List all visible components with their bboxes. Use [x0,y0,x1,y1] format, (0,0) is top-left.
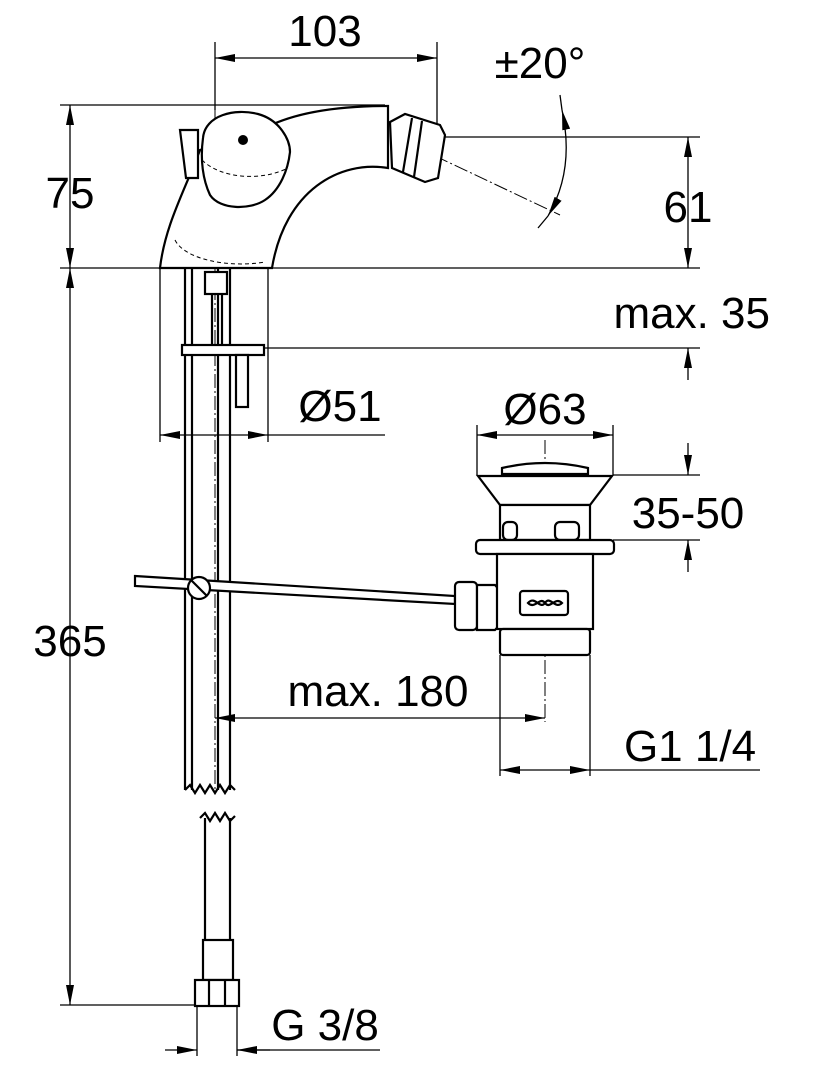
label-spout-reach: 103 [288,7,361,56]
label-max-deck: max. 35 [613,289,770,338]
label-swivel-angle: ±20° [495,39,586,88]
label-drain-diameter: Ø63 [503,385,586,434]
label-drain-thread: G1 1/4 [624,722,756,771]
dimension-lines [66,54,760,1054]
supply-hoses [180,268,266,1008]
label-base-diameter: Ø51 [298,382,381,431]
label-drain-range: 35-50 [632,489,745,538]
waste-drain [474,461,616,657]
dimension-labels: 103 ±20° 75 61 max. 35 Ø51 Ø63 35-50 365… [33,7,770,1050]
mixer-body [158,104,447,270]
label-supply-thread: G 3/8 [271,1001,379,1050]
pop-up-rod [133,574,504,632]
label-outlet-height: 61 [664,183,713,232]
label-height-top: 75 [46,169,95,218]
label-rod-length: max. 180 [288,667,469,716]
label-total-length: 365 [33,617,106,666]
